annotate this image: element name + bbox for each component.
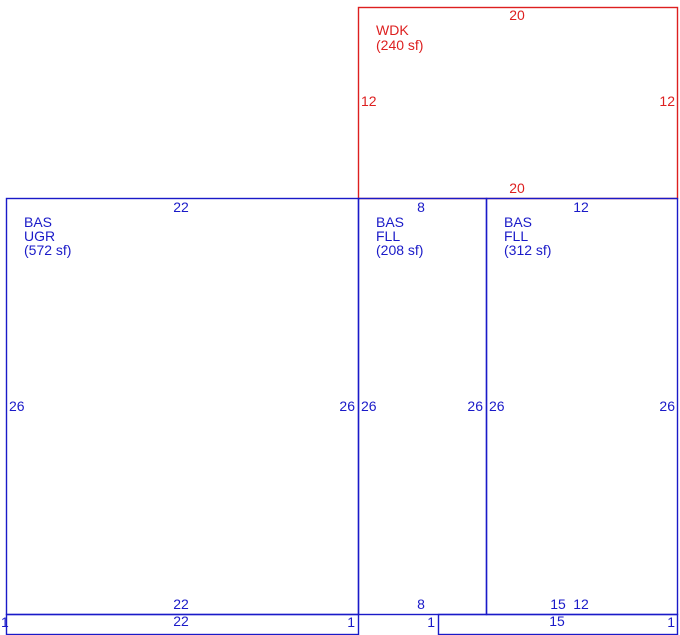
- bas-ugr-area-label: BAS UGR (572 sf): [24, 214, 71, 258]
- fll2-left-dimension: 26: [489, 398, 505, 414]
- fll2-top-dimension: 12: [573, 199, 589, 215]
- fll1-top-dimension: 8: [417, 199, 425, 215]
- fll2-right-dimension: 26: [659, 398, 675, 414]
- strip1-left-dimension: 1: [1, 614, 9, 630]
- ugr-bottom-dimension: 22: [173, 596, 189, 612]
- bas-fll-2-area-label: BAS FLL (312 sf): [504, 214, 551, 258]
- wdk-right-dimension: 12: [659, 93, 675, 109]
- strip1-right-dimension: 1: [347, 614, 355, 630]
- bas-fll-1-area-label: BAS FLL (208 sf): [376, 214, 423, 258]
- fll1-bottom-dimension: 8: [417, 596, 425, 612]
- wdk-left-dimension: 12: [361, 93, 377, 109]
- strip2-top-dimension: 15: [549, 613, 565, 629]
- fll1-right-dimension: 26: [467, 398, 483, 414]
- strip2-right-dimension: 1: [667, 614, 675, 630]
- fll2-bottom-dimension-b: 12: [573, 596, 589, 612]
- wdk-bottom-dimension: 20: [509, 180, 525, 196]
- ugr-right-dimension: 26: [339, 398, 355, 414]
- fll2-bottom-dimension-a: 15: [550, 596, 566, 612]
- strip1-top-dimension: 22: [173, 613, 189, 629]
- wdk-area-label: WDK (240 sf): [376, 22, 423, 53]
- ugr-top-dimension: 22: [173, 199, 189, 215]
- bas-fll-2-outline: [485, 197, 679, 616]
- fll1-left-dimension: 26: [361, 398, 377, 414]
- wdk-top-dimension: 20: [509, 7, 525, 23]
- ugr-left-dimension: 26: [9, 398, 25, 414]
- strip2-left-dimension: 1: [427, 614, 435, 630]
- bas-ugr-outline: [5, 197, 360, 616]
